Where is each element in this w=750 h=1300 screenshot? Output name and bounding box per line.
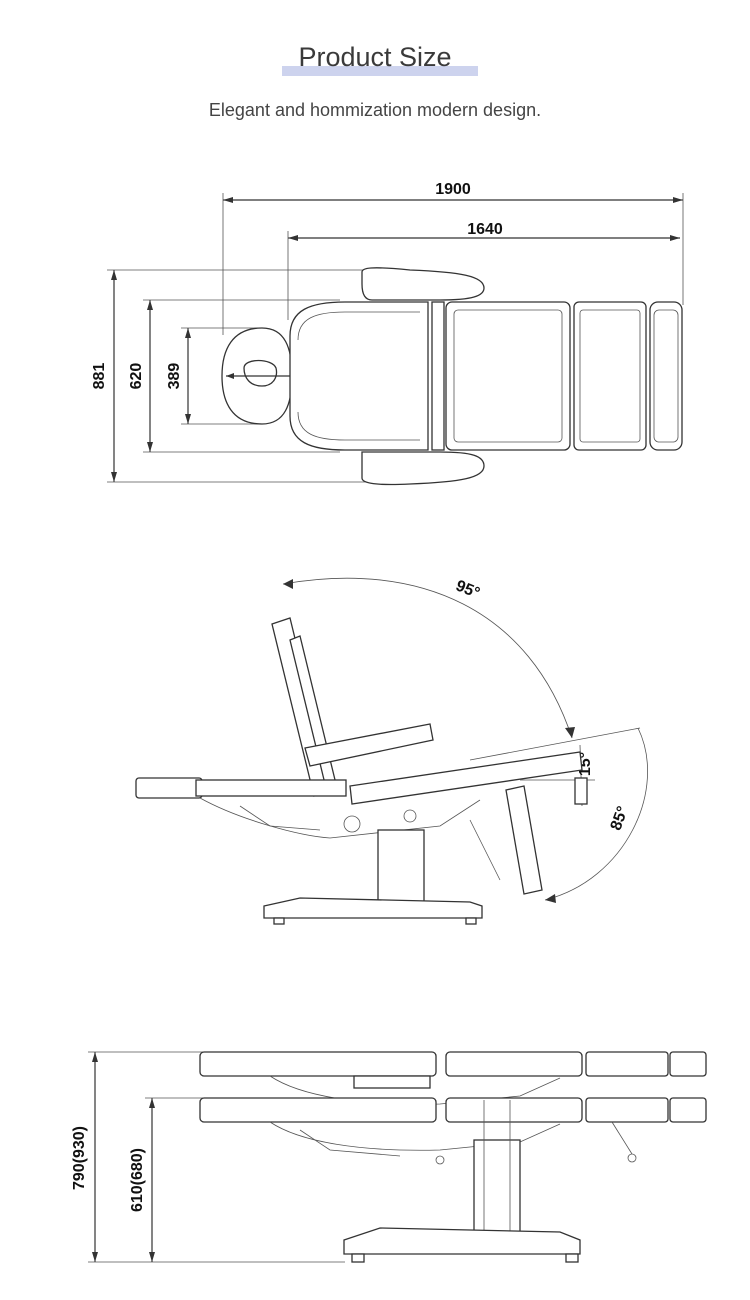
arrow <box>283 579 293 589</box>
side-view: 95° 15° 85° <box>135 577 648 925</box>
side-armrest <box>304 723 434 767</box>
foot <box>351 1253 365 1263</box>
pivot <box>627 1153 637 1163</box>
base-low <box>343 1227 581 1255</box>
arrow <box>226 373 234 379</box>
seat <box>445 301 571 451</box>
top-view: 1900 1640 881 620 389 293 <box>91 181 684 486</box>
arrow <box>149 1098 155 1108</box>
armrest-bottom <box>361 451 485 486</box>
bed-top-low-mid <box>445 1097 583 1123</box>
face-hole <box>243 359 278 387</box>
pivot <box>343 815 361 833</box>
seat-seam <box>453 309 563 443</box>
bed-top-low-leg <box>585 1097 669 1123</box>
arrow <box>111 472 117 482</box>
flat-board <box>195 779 347 797</box>
pivot <box>403 809 417 823</box>
footrest <box>649 301 683 451</box>
arrow <box>149 1252 155 1262</box>
seat-inclined <box>349 751 583 805</box>
bed-top-high-left <box>199 1051 437 1077</box>
bed-top-low-left <box>199 1097 437 1123</box>
mechanism-low <box>299 1129 401 1157</box>
title-wrap: Product Size <box>0 42 750 73</box>
strut <box>469 819 501 881</box>
arrow <box>185 414 191 424</box>
legrest-down <box>505 785 543 895</box>
arc-95 <box>282 577 573 739</box>
pivot <box>435 1155 445 1165</box>
bed-top-high-leg <box>585 1051 669 1077</box>
strut <box>611 1121 633 1155</box>
foot <box>465 917 477 925</box>
dim-610-label: 610(680) <box>129 1148 146 1212</box>
arrow <box>147 300 153 310</box>
dim-790-label: 790(930) <box>71 1126 88 1190</box>
headboard-flat <box>135 777 203 799</box>
foot <box>565 1253 579 1263</box>
column-low <box>473 1139 521 1241</box>
bed-top-low-foot <box>669 1097 707 1123</box>
dim-1900-label: 1900 <box>435 181 471 198</box>
arrow <box>545 894 556 903</box>
backrest <box>289 301 429 451</box>
legrest-seam <box>579 309 641 443</box>
arrow <box>147 442 153 452</box>
dim-620-label: 620 <box>128 363 145 390</box>
hinge <box>431 301 445 451</box>
seam-line <box>297 411 420 441</box>
page-subtitle: Elegant and hommization modern design. <box>208 100 542 120</box>
arrow <box>565 727 575 738</box>
column <box>377 829 425 907</box>
footrest-seam <box>653 309 679 443</box>
dim-881-label: 881 <box>91 363 108 390</box>
arrow <box>92 1252 98 1262</box>
arm-high <box>353 1075 431 1089</box>
arrow <box>92 1052 98 1062</box>
arrow <box>185 328 191 338</box>
arrow <box>673 197 683 203</box>
dim-1640-label: 1640 <box>467 221 503 238</box>
seat-tip <box>574 777 588 805</box>
mechanism <box>199 797 481 839</box>
seam-line <box>297 311 420 341</box>
legrest <box>573 301 647 451</box>
title-underline <box>282 66 478 76</box>
arrow <box>670 235 680 241</box>
armrest-top <box>361 267 485 301</box>
mechanism-low <box>269 1121 561 1151</box>
base <box>263 897 483 919</box>
arrow <box>288 235 298 241</box>
arrow <box>223 197 233 203</box>
bed-top-high-mid <box>445 1051 583 1077</box>
arc-85 <box>544 727 648 901</box>
mechanism <box>239 805 321 831</box>
angle-95-label: 95° <box>453 577 482 602</box>
page-title: Product Size <box>298 42 452 72</box>
arrow <box>111 270 117 280</box>
ref-line <box>469 727 641 761</box>
bed-top-high-foot <box>669 1051 707 1077</box>
dim-389-label: 389 <box>166 363 183 390</box>
foot <box>273 917 285 925</box>
height-view: 790(930) 610(680) <box>71 1051 707 1263</box>
angle-85-label: 85° <box>608 804 632 833</box>
